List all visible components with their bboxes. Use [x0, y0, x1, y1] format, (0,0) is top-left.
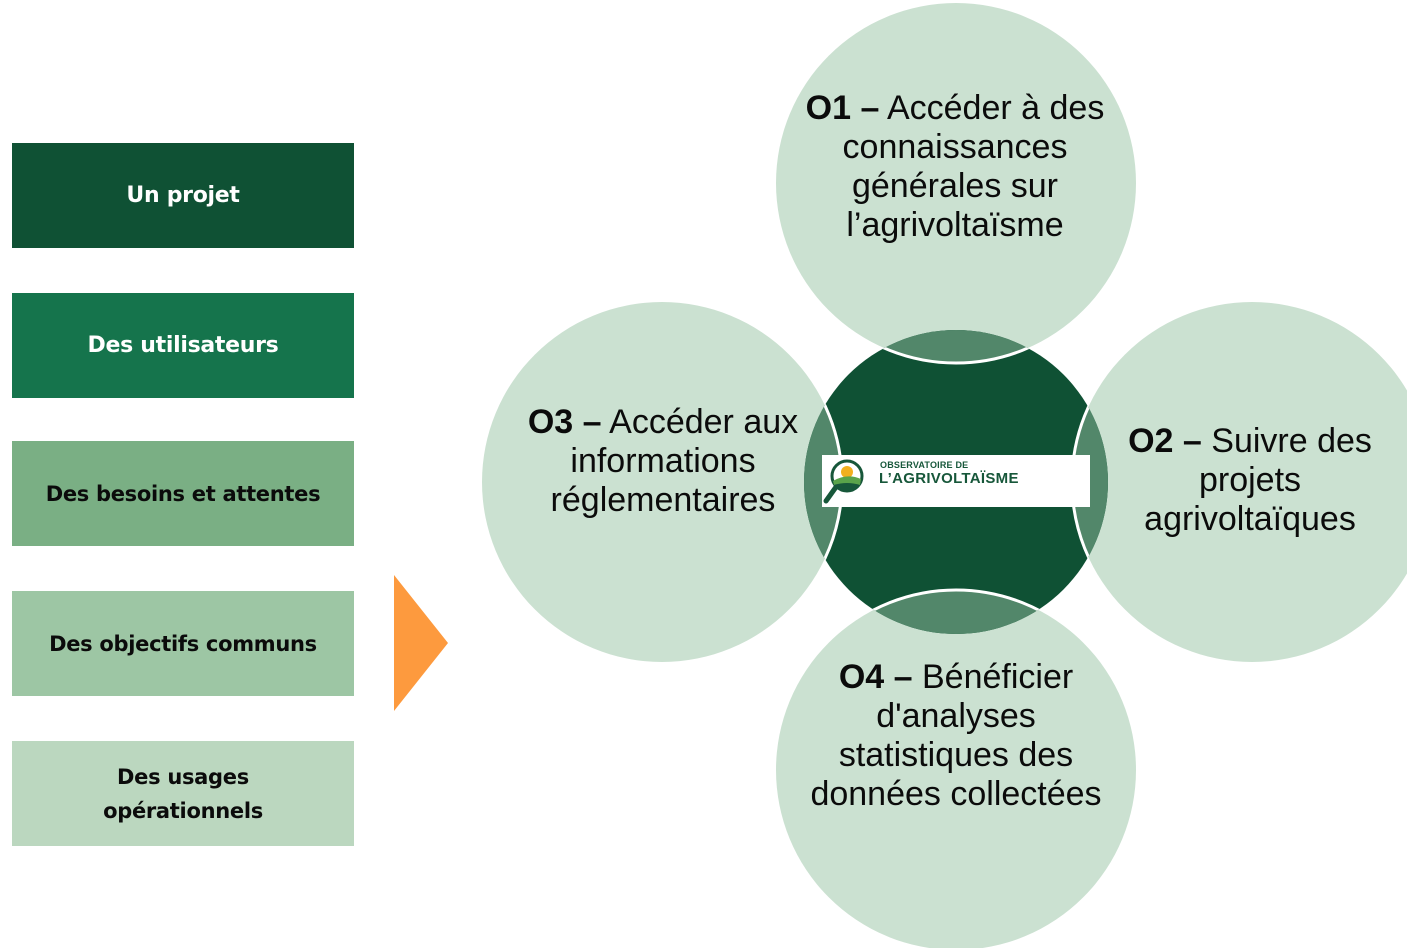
- step-label: Un projet: [126, 182, 240, 208]
- objective-o3: O3 – Accéder aux informations réglementa…: [505, 403, 821, 520]
- step-box-needs: Des besoins et attentes: [12, 441, 354, 546]
- logo-line1: OBSERVATOIRE DE: [880, 460, 969, 470]
- objective-text: Bénéficier d'analyses statistiques des d…: [810, 658, 1102, 813]
- objective-code: O1 –: [805, 89, 880, 127]
- step-box-users: Des utilisateurs: [12, 293, 354, 398]
- circle-o2: [1072, 302, 1407, 662]
- step-label: Des utilisateurs: [87, 332, 279, 358]
- circle-o4: [776, 590, 1136, 948]
- step-box-project: Un projet: [12, 143, 354, 248]
- objective-o1: O1 – Accéder à des connaissances général…: [800, 89, 1110, 245]
- step-label: Des besoins et attentes: [45, 481, 321, 506]
- step-label-line2: opérationnels: [103, 798, 263, 823]
- objective-text: Accéder aux informations réglementaires: [550, 403, 799, 519]
- step-label-line1: Des usages: [117, 764, 249, 789]
- circle-o1: [776, 3, 1136, 363]
- circle-o3: [482, 302, 842, 662]
- magnifier-sun-icon: [823, 459, 864, 504]
- step-label: Des objectifs communs: [49, 631, 317, 656]
- objective-o2: O2 – Suivre des projets agrivoltaïques: [1110, 422, 1390, 539]
- objective-code: O4 –: [838, 658, 913, 696]
- logo-line2: L’AGRIVOLTAÏSME: [879, 470, 1019, 487]
- observatoire-logo: OBSERVATOIRE DE L’AGRIVOLTAÏSME: [822, 455, 1090, 507]
- step-box-objectives: Des objectifs communs: [12, 591, 354, 696]
- objective-o4: O4 – Bénéficier d'analyses statistiques …: [806, 658, 1106, 814]
- objective-code: O2 –: [1128, 422, 1202, 460]
- objective-code: O3 –: [527, 403, 602, 441]
- step-box-usages: Des usages opérationnels: [12, 741, 354, 846]
- objective-text: Accéder à des connaissances générales su…: [842, 89, 1105, 244]
- objective-text: Suivre des projets agrivoltaïques: [1144, 422, 1372, 538]
- arrow-right-icon: [394, 575, 448, 711]
